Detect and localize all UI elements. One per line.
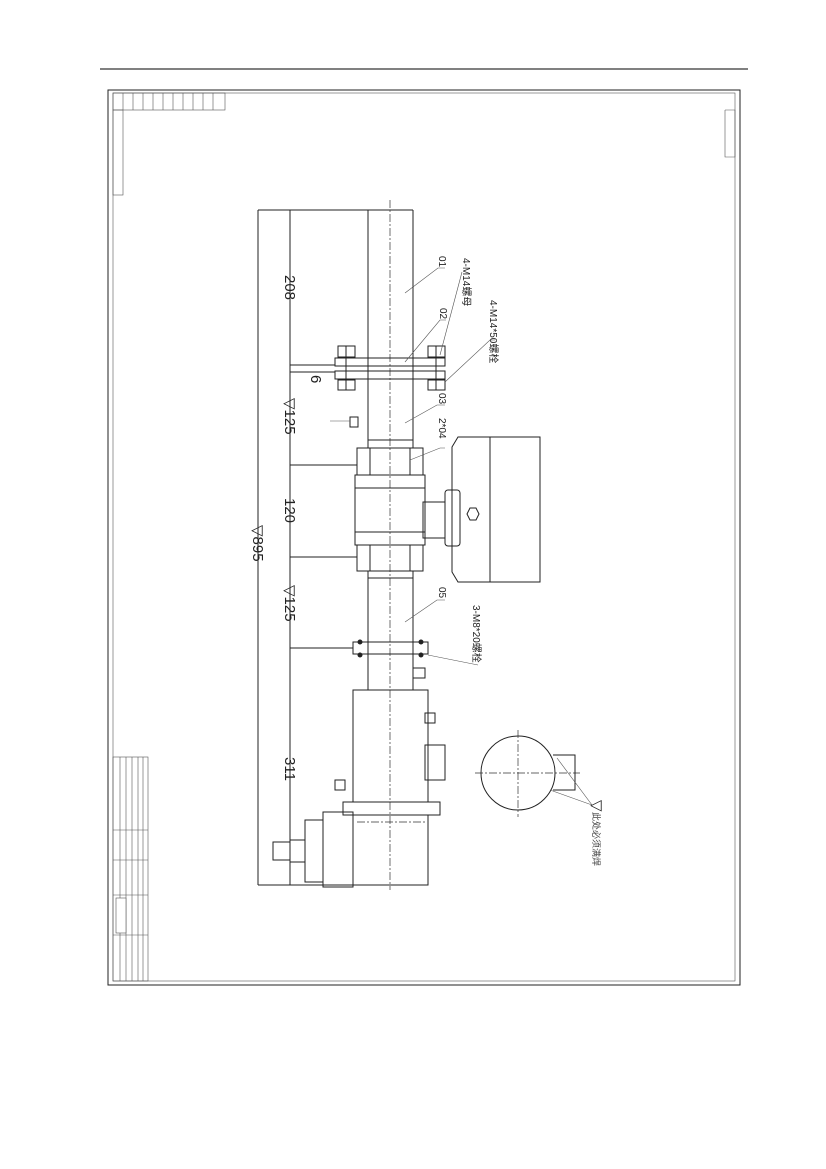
dim-120: 120 xyxy=(281,498,298,523)
dim-6: 6 xyxy=(307,375,324,383)
dim-895: ▽895 xyxy=(249,525,266,562)
title-block xyxy=(112,756,149,982)
dim-125-bottom: ▽125 xyxy=(281,585,298,622)
leaders xyxy=(404,267,495,666)
pipe-assembly xyxy=(272,200,541,890)
callout-nut: 4-M14螺母 xyxy=(460,258,472,306)
part-02: 02 xyxy=(437,308,448,320)
dimension-lines xyxy=(257,209,428,886)
callout-weld: 此处必须满焊 xyxy=(591,812,602,866)
callout-small-bolt: 3-M8*20螺栓 xyxy=(470,605,483,663)
part-labels: 01 02 03 2*04 05 4-M14螺母 4-M14*50螺栓 3-M8… xyxy=(436,256,605,866)
drawing-frame xyxy=(107,89,741,986)
part-04: 2*04 xyxy=(436,418,447,439)
part-03: 03 xyxy=(436,393,447,405)
dim-208: 208 xyxy=(281,275,298,300)
callout-bolt: 4-M14*50螺栓 xyxy=(487,300,500,363)
part-05: 05 xyxy=(436,587,447,599)
dimension-text: 208 6 ▽125 120 ▽895 ▽125 311 xyxy=(249,275,324,781)
dim-311: 311 xyxy=(281,757,298,781)
svg-text:▽: ▽ xyxy=(588,800,605,812)
weld-detail xyxy=(475,730,593,817)
part-01: 01 xyxy=(436,256,447,268)
dim-125-top: ▽125 xyxy=(281,398,298,435)
